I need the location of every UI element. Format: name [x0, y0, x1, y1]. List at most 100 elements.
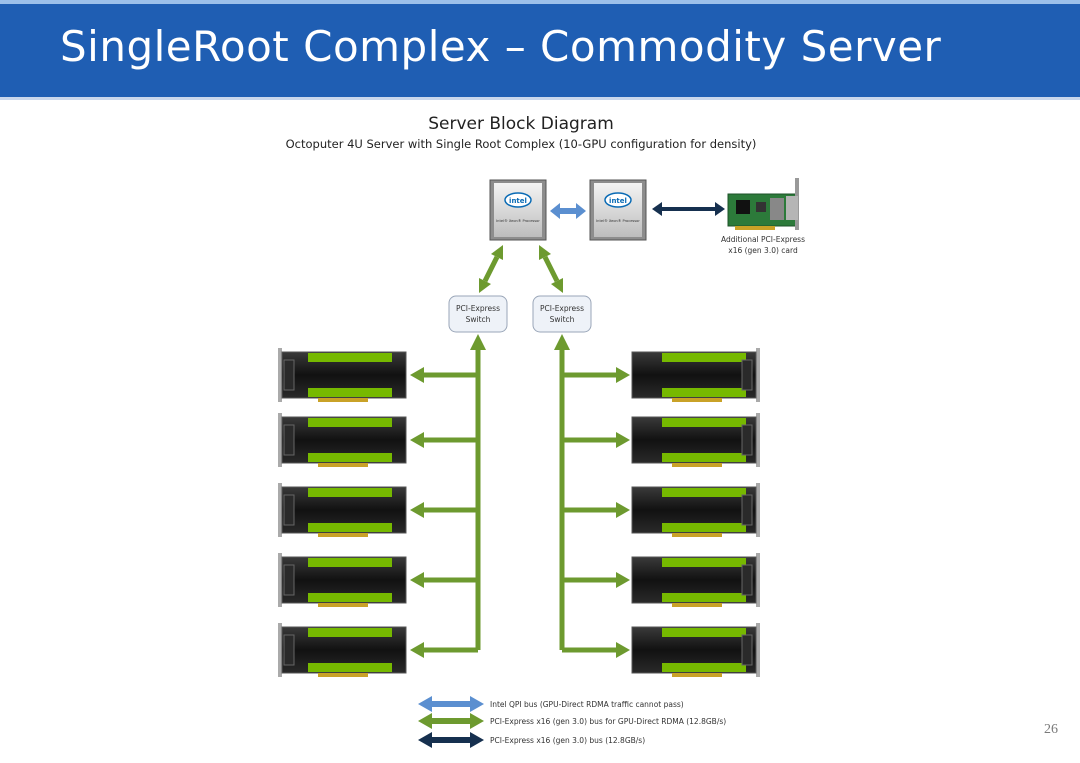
gpu-bracket [756, 483, 760, 537]
gpu-green-bottom [308, 388, 392, 397]
pcie-trunk-left-arrowhead [470, 334, 486, 350]
gpu-right-2 [631, 413, 760, 467]
gpu-bracket [278, 553, 282, 607]
pcie-switch-right: PCI-Express Switch [532, 295, 592, 333]
pcie-branch-left-arrowhead [410, 367, 424, 383]
gpu-bank [278, 334, 760, 677]
legend-arrowhead-right-2 [470, 713, 484, 729]
legend-label-3: PCI-Express x16 (gen 3.0) bus (12.8GB/s) [490, 736, 645, 745]
pcie-card [727, 178, 799, 230]
page-number: 26 [1044, 722, 1058, 737]
cpu-brand-text: intel [509, 197, 527, 205]
gpu-endplate [283, 494, 295, 526]
pcie-card-caption-line1: Additional PCI-Express [721, 235, 805, 244]
gpu-green-top [662, 353, 746, 362]
pcie-card-caption-line2: x16 (gen 3.0) card [728, 246, 798, 255]
cpu-brand-text: intel [609, 197, 627, 205]
gpu-right-1 [631, 348, 760, 402]
gpu-connector [672, 533, 722, 537]
gpu-endplate [283, 359, 295, 391]
cpu-label-text: Intel® Xeon® Processor [496, 219, 540, 223]
title-bar [0, 0, 1080, 97]
switch-right-label-line1: PCI-Express [540, 304, 584, 313]
cpu-right: intel Intel® Xeon® Processor [589, 179, 647, 241]
gpu-endplate [741, 494, 753, 526]
gpu-connector [318, 463, 368, 467]
gpu-bracket [756, 413, 760, 467]
gpu-endplate [283, 424, 295, 456]
gpu-left-1 [278, 348, 407, 402]
gpu-endplate [283, 634, 295, 666]
diagram-legend: Intel QPI bus (GPU-Direct RDMA traffic c… [418, 696, 726, 748]
pcie-branch-right-arrowhead [616, 572, 630, 588]
cpu-to-switch-left-arrow [479, 245, 503, 293]
gpu-green-bottom [662, 453, 746, 462]
gpu-green-bottom [308, 453, 392, 462]
cpu-to-switch-right-arrow [539, 245, 563, 293]
cpu-left: intel Intel® Xeon® Processor [489, 179, 547, 241]
legend-arrowhead-left-3 [418, 732, 432, 748]
gpu-connector [318, 533, 368, 537]
gpu-endplate [741, 634, 753, 666]
gpu-left-2 [278, 413, 407, 467]
diagram-heading: Server Block Diagram [428, 114, 614, 134]
legend-label-2: PCI-Express x16 (gen 3.0) bus for GPU-Di… [490, 717, 726, 726]
pcie-branch-left-arrowhead [410, 642, 424, 658]
intel-logo-icon [504, 192, 532, 208]
switch-left-label-line2: Switch [466, 315, 491, 324]
gpu-connector [672, 603, 722, 607]
pcie-branch-right-arrowhead [616, 432, 630, 448]
gpu-green-top [308, 488, 392, 497]
gpu-right-5 [631, 623, 760, 677]
title-divider [0, 97, 1080, 100]
gpu-connector [318, 673, 368, 677]
gpu-endplate [283, 564, 295, 596]
gpu-green-bottom [308, 593, 392, 602]
gpu-green-top [662, 628, 746, 637]
gpu-green-bottom [662, 593, 746, 602]
pcie-branch-left-arrowhead [410, 572, 424, 588]
gpu-left-3 [278, 483, 407, 537]
gpu-green-bottom [308, 523, 392, 532]
intel-logo-icon [604, 192, 632, 208]
legend-arrowhead-right-1 [470, 696, 484, 712]
gpu-green-top [308, 418, 392, 427]
switch-left-label-line1: PCI-Express [456, 304, 500, 313]
gpu-bracket [756, 623, 760, 677]
gpu-endplate [741, 564, 753, 596]
gpu-green-top [308, 628, 392, 637]
legend-arrowhead-right-3 [470, 732, 484, 748]
gpu-bracket [756, 553, 760, 607]
pcie-switch-left: PCI-Express Switch [448, 295, 508, 333]
gpu-right-4 [631, 553, 760, 607]
gpu-endplate [741, 424, 753, 456]
gpu-right-3 [631, 483, 760, 537]
gpu-bracket [278, 483, 282, 537]
gpu-green-bottom [662, 388, 746, 397]
switch-right-label-line2: Switch [550, 315, 575, 324]
gpu-left-5 [278, 623, 407, 677]
gpu-connector [318, 603, 368, 607]
gpu-green-bottom [308, 663, 392, 672]
gpu-green-top [662, 558, 746, 567]
gpu-green-top [308, 353, 392, 362]
pcie-branch-right-arrowhead [616, 642, 630, 658]
pcie-branch-right-arrowhead [616, 502, 630, 518]
gpu-green-top [662, 488, 746, 497]
pcie-branch-left-arrowhead [410, 432, 424, 448]
pcie-branch-right-arrowhead [616, 367, 630, 383]
pcie-trunk-right-arrowhead [554, 334, 570, 350]
gpu-connector [672, 398, 722, 402]
gpu-bracket [278, 623, 282, 677]
legend-label-1: Intel QPI bus (GPU-Direct RDMA traffic c… [490, 700, 684, 709]
gpu-green-bottom [662, 663, 746, 672]
pcie-branch-left-arrowhead [410, 502, 424, 518]
gpu-connector [318, 398, 368, 402]
gpu-bracket [278, 348, 282, 402]
legend-arrowhead-left-2 [418, 713, 432, 729]
gpu-endplate [741, 359, 753, 391]
gpu-green-top [662, 418, 746, 427]
gpu-left-4 [278, 553, 407, 607]
diagram-subheading: Octoputer 4U Server with Single Root Com… [286, 137, 757, 151]
